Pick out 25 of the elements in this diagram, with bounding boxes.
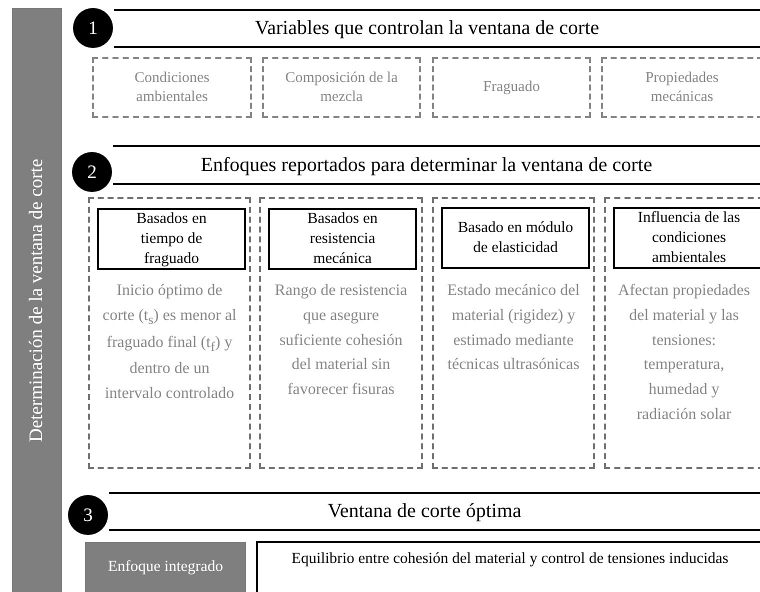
section-header-bar: Enfoques reportados para determinar la ventana de corte <box>113 145 760 185</box>
step-number-badge: 3 <box>68 495 108 535</box>
label-box: Enfoque integrado <box>85 542 246 592</box>
step-number-badge: 2 <box>72 152 112 192</box>
heading-box: Basados en resistencia mecánica <box>268 208 417 270</box>
section-header-bar: Ventana de corte óptima <box>109 492 760 531</box>
heading-box: Basados en tiempo de fraguado <box>97 208 246 270</box>
description-text: Afectan propiedades del material y las tensiones: temperatura, humedad y radiación solar <box>618 281 750 425</box>
dashed-panel <box>604 197 760 469</box>
description-text: Inicio óptimo de corte (t$_{s}$) es menor al fraguado final (t$_{f}$) y dentro de un intervalo controlado <box>102 281 237 404</box>
dashed-panel <box>259 197 423 469</box>
side-band: Determinación de la ventana de corte <box>12 8 62 592</box>
step-number-badge: 1 <box>73 8 113 48</box>
dashed-box: Composición de la mezcla <box>262 57 421 118</box>
description-text: Rango de resistencia que asegure suficiente cohesión del material sin favorecer fisuras <box>274 281 408 400</box>
description-text: Estado mecánico del material (rigidez) y estimado mediante técnicas ultrasónicas <box>446 281 581 376</box>
text-box: Equilibrio entre cohesión del material y control de tensiones inducidas <box>256 541 760 592</box>
heading-box: Basado en módulo de elasticidad <box>441 207 590 269</box>
section-header-bar: Variables que controlan la ventana de corte <box>114 9 760 48</box>
heading-box: Influencia de las condiciones ambientales <box>613 207 760 269</box>
dashed-panel <box>432 197 595 469</box>
dashed-box: Propiedades mecánicas <box>601 57 760 118</box>
dashed-box: Condiciones ambientales <box>92 57 252 118</box>
dashed-box: Fraguado <box>432 57 591 118</box>
dashed-panel <box>88 197 251 469</box>
